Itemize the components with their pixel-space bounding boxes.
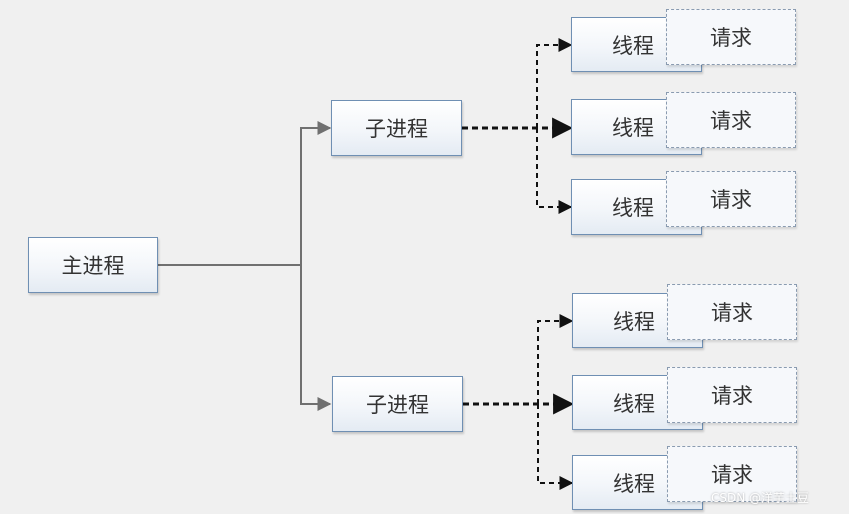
request-node-2-3: 请求 <box>667 446 797 502</box>
connector-subprocess-2-to-thread-3 <box>537 404 574 490</box>
request-node-2-1: 请求 <box>667 284 797 340</box>
request-node-2-2: 请求 <box>667 367 797 423</box>
watermark-text: CSDN @洋芋土豆 <box>710 491 809 505</box>
request-node-1-2: 请求 <box>666 92 796 148</box>
connector-subprocess-1-to-thread-1 <box>536 38 573 128</box>
subprocess-node-1: 子进程 <box>331 100 462 156</box>
main-process-node: 主进程 <box>28 237 158 293</box>
connector-main-to-subprocess-2 <box>158 264 332 411</box>
subprocess-node-2: 子进程 <box>332 376 463 432</box>
request-node-1-3: 请求 <box>666 171 796 227</box>
request-node-1-1: 请求 <box>666 9 796 65</box>
connector-main-to-subprocess-1 <box>158 121 332 266</box>
connector-subprocess-1-to-thread-3 <box>536 128 573 214</box>
connector-subprocess-2-to-thread-1 <box>537 314 574 404</box>
